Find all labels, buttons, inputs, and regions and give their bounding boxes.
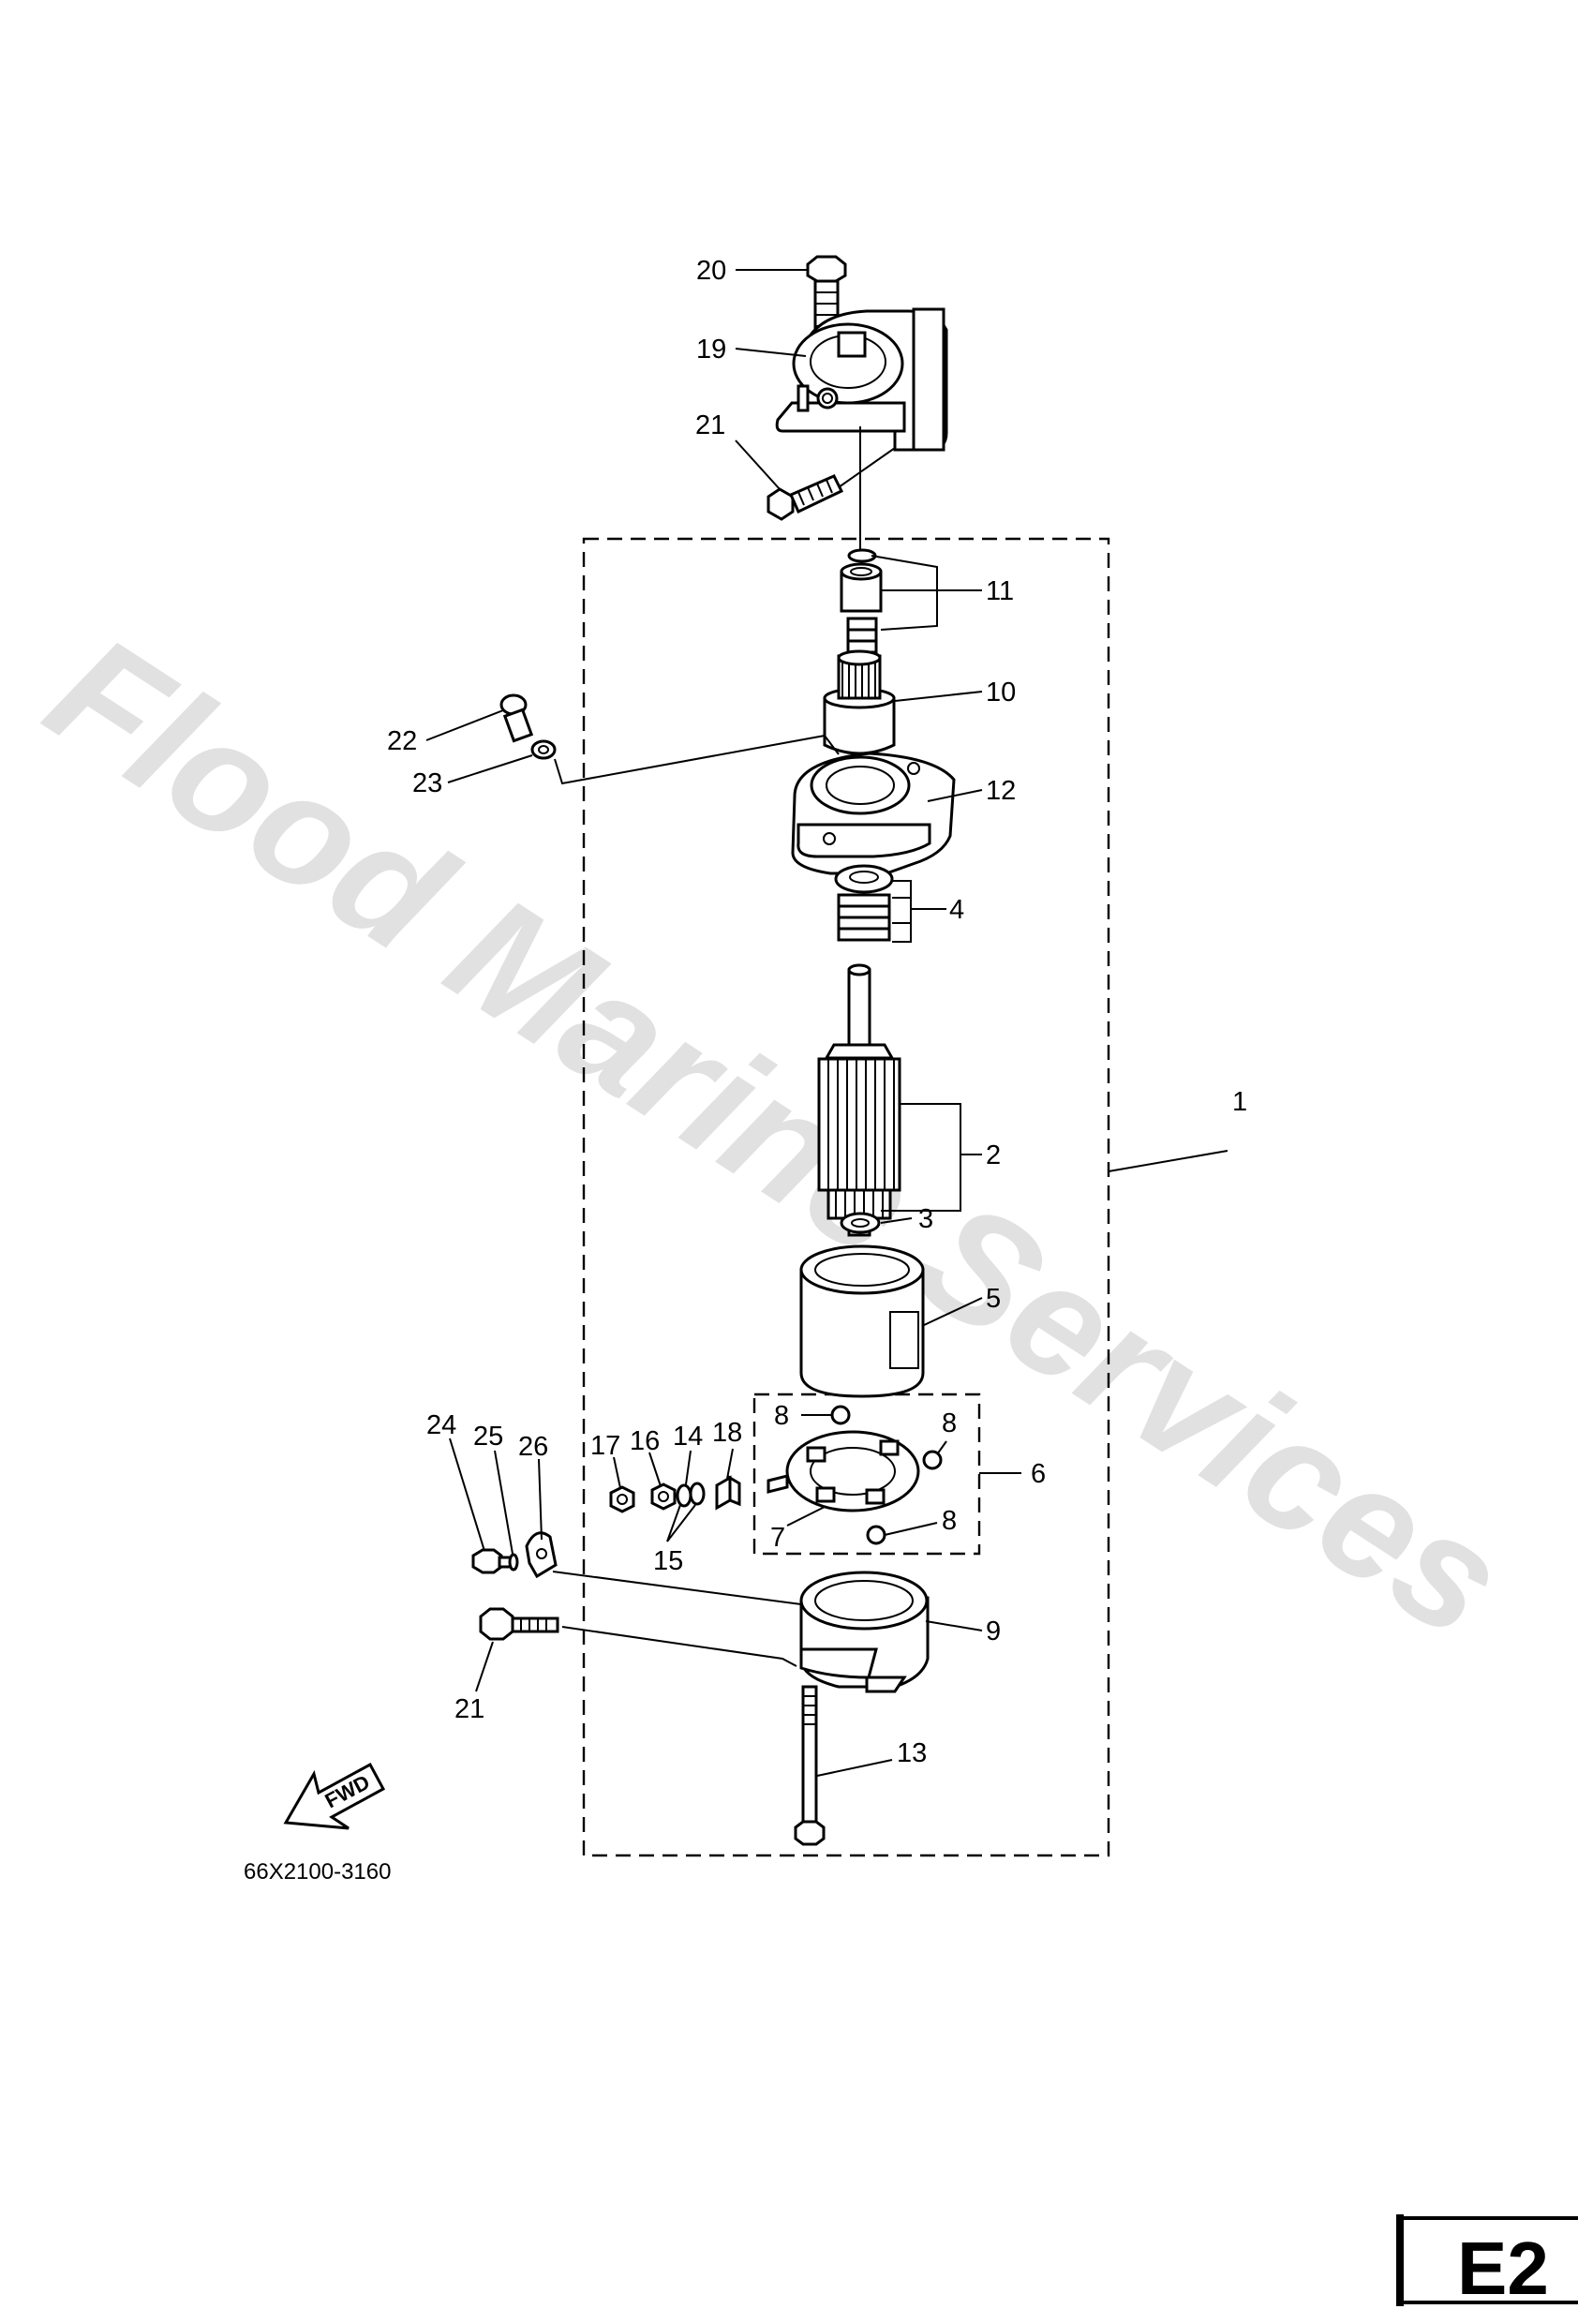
guide-line-top-2 bbox=[838, 447, 896, 488]
leader-21-lower bbox=[475, 1641, 494, 1692]
part-3-washer bbox=[840, 1212, 881, 1234]
part-25-washer bbox=[508, 1553, 519, 1572]
guide-line-23 bbox=[554, 734, 840, 785]
callout-11: 11 bbox=[986, 576, 1014, 606]
part-11-set bbox=[840, 548, 883, 654]
guide-line-26 bbox=[552, 1571, 802, 1605]
part-12-housing bbox=[791, 752, 956, 875]
callout-1: 1 bbox=[1232, 1087, 1247, 1117]
callout-15: 15 bbox=[653, 1546, 683, 1576]
leader-17 bbox=[613, 1456, 621, 1489]
callout-5: 5 bbox=[986, 1284, 1001, 1314]
part-19-bracket bbox=[775, 307, 948, 452]
part-15-washer bbox=[689, 1482, 706, 1506]
leader-14 bbox=[685, 1450, 692, 1485]
callout-22: 22 bbox=[387, 726, 417, 756]
part-5-yoke bbox=[799, 1244, 925, 1398]
part-22-screw bbox=[499, 693, 534, 743]
part-26-clamp bbox=[525, 1531, 558, 1579]
callout-21-upper: 21 bbox=[695, 410, 725, 440]
leader-13 bbox=[816, 1759, 893, 1777]
part-7-brush-holder bbox=[767, 1430, 920, 1512]
leader-12 bbox=[927, 789, 983, 802]
part-18-terminal bbox=[715, 1475, 741, 1511]
diagram-code: 66X2100-3160 bbox=[244, 1859, 391, 1885]
leader-9 bbox=[925, 1620, 983, 1631]
callout-19: 19 bbox=[696, 335, 726, 365]
leader-4 bbox=[892, 880, 946, 943]
part-23-washer bbox=[530, 739, 557, 760]
leader-7 bbox=[786, 1506, 826, 1527]
callout-16: 16 bbox=[630, 1426, 660, 1456]
assembly-box-1 bbox=[582, 537, 1110, 1857]
page-label-box: E2 bbox=[1396, 2214, 1578, 2310]
part-21-bolt-lower bbox=[479, 1607, 559, 1641]
callout-13: 13 bbox=[897, 1738, 927, 1768]
callout-8-right: 8 bbox=[942, 1408, 957, 1438]
callout-14: 14 bbox=[673, 1422, 703, 1452]
callout-8-top: 8 bbox=[774, 1401, 789, 1431]
callout-17: 17 bbox=[590, 1431, 620, 1461]
fwd-arrow-icon: FWD bbox=[283, 1762, 386, 1830]
leader-2 bbox=[881, 1103, 982, 1212]
part-8-screw-top bbox=[830, 1405, 851, 1425]
callout-10: 10 bbox=[986, 678, 1016, 708]
leader-24 bbox=[449, 1438, 485, 1552]
part-14-washer bbox=[676, 1483, 692, 1508]
callout-7: 7 bbox=[770, 1523, 785, 1553]
part-9-rear-cover bbox=[799, 1571, 930, 1693]
leader-21-upper bbox=[735, 439, 781, 490]
callout-8-bottom: 8 bbox=[942, 1506, 957, 1536]
leader-8-bottom bbox=[884, 1522, 938, 1536]
page-label: E2 bbox=[1457, 2227, 1549, 2310]
leader-1 bbox=[1108, 1150, 1228, 1172]
leader-26 bbox=[538, 1458, 543, 1541]
part-4-set bbox=[834, 864, 894, 942]
callout-21-lower: 21 bbox=[454, 1694, 484, 1724]
callout-20: 20 bbox=[696, 256, 726, 286]
callout-4: 4 bbox=[949, 895, 964, 925]
callout-18: 18 bbox=[712, 1418, 742, 1448]
leader-3 bbox=[880, 1217, 913, 1224]
callout-12: 12 bbox=[986, 776, 1016, 806]
leader-8-right bbox=[936, 1440, 947, 1455]
leader-15 bbox=[666, 1504, 696, 1542]
part-2-armature bbox=[817, 963, 901, 1237]
part-17-nut bbox=[609, 1485, 635, 1513]
part-24-bolt bbox=[471, 1548, 514, 1574]
callout-2: 2 bbox=[986, 1140, 1001, 1170]
leader-18 bbox=[726, 1448, 734, 1480]
leader-11 bbox=[871, 555, 982, 631]
callout-25: 25 bbox=[473, 1422, 503, 1452]
callout-23: 23 bbox=[412, 768, 442, 798]
leader-25 bbox=[494, 1450, 514, 1555]
callout-24: 24 bbox=[426, 1410, 456, 1440]
watermark: Flood Marine Services bbox=[19, 602, 1534, 1672]
leader-16 bbox=[648, 1452, 662, 1487]
part-8-screw-right bbox=[922, 1450, 943, 1470]
callout-3: 3 bbox=[918, 1204, 933, 1234]
leader-22 bbox=[425, 709, 504, 741]
leader-5 bbox=[921, 1297, 983, 1327]
part-10-pinion bbox=[823, 649, 896, 755]
callout-6: 6 bbox=[1031, 1459, 1046, 1489]
callout-26: 26 bbox=[518, 1432, 548, 1462]
leader-19 bbox=[735, 348, 807, 357]
part-13-through-bolt bbox=[794, 1685, 826, 1846]
leader-10 bbox=[894, 691, 983, 702]
part-21-bolt-upper bbox=[767, 474, 844, 521]
part-8-screw-bottom bbox=[866, 1525, 886, 1545]
guide-line-21-lower bbox=[561, 1626, 797, 1667]
callout-9: 9 bbox=[986, 1616, 1001, 1646]
leader-23 bbox=[447, 754, 533, 783]
part-16-nut bbox=[650, 1482, 677, 1511]
